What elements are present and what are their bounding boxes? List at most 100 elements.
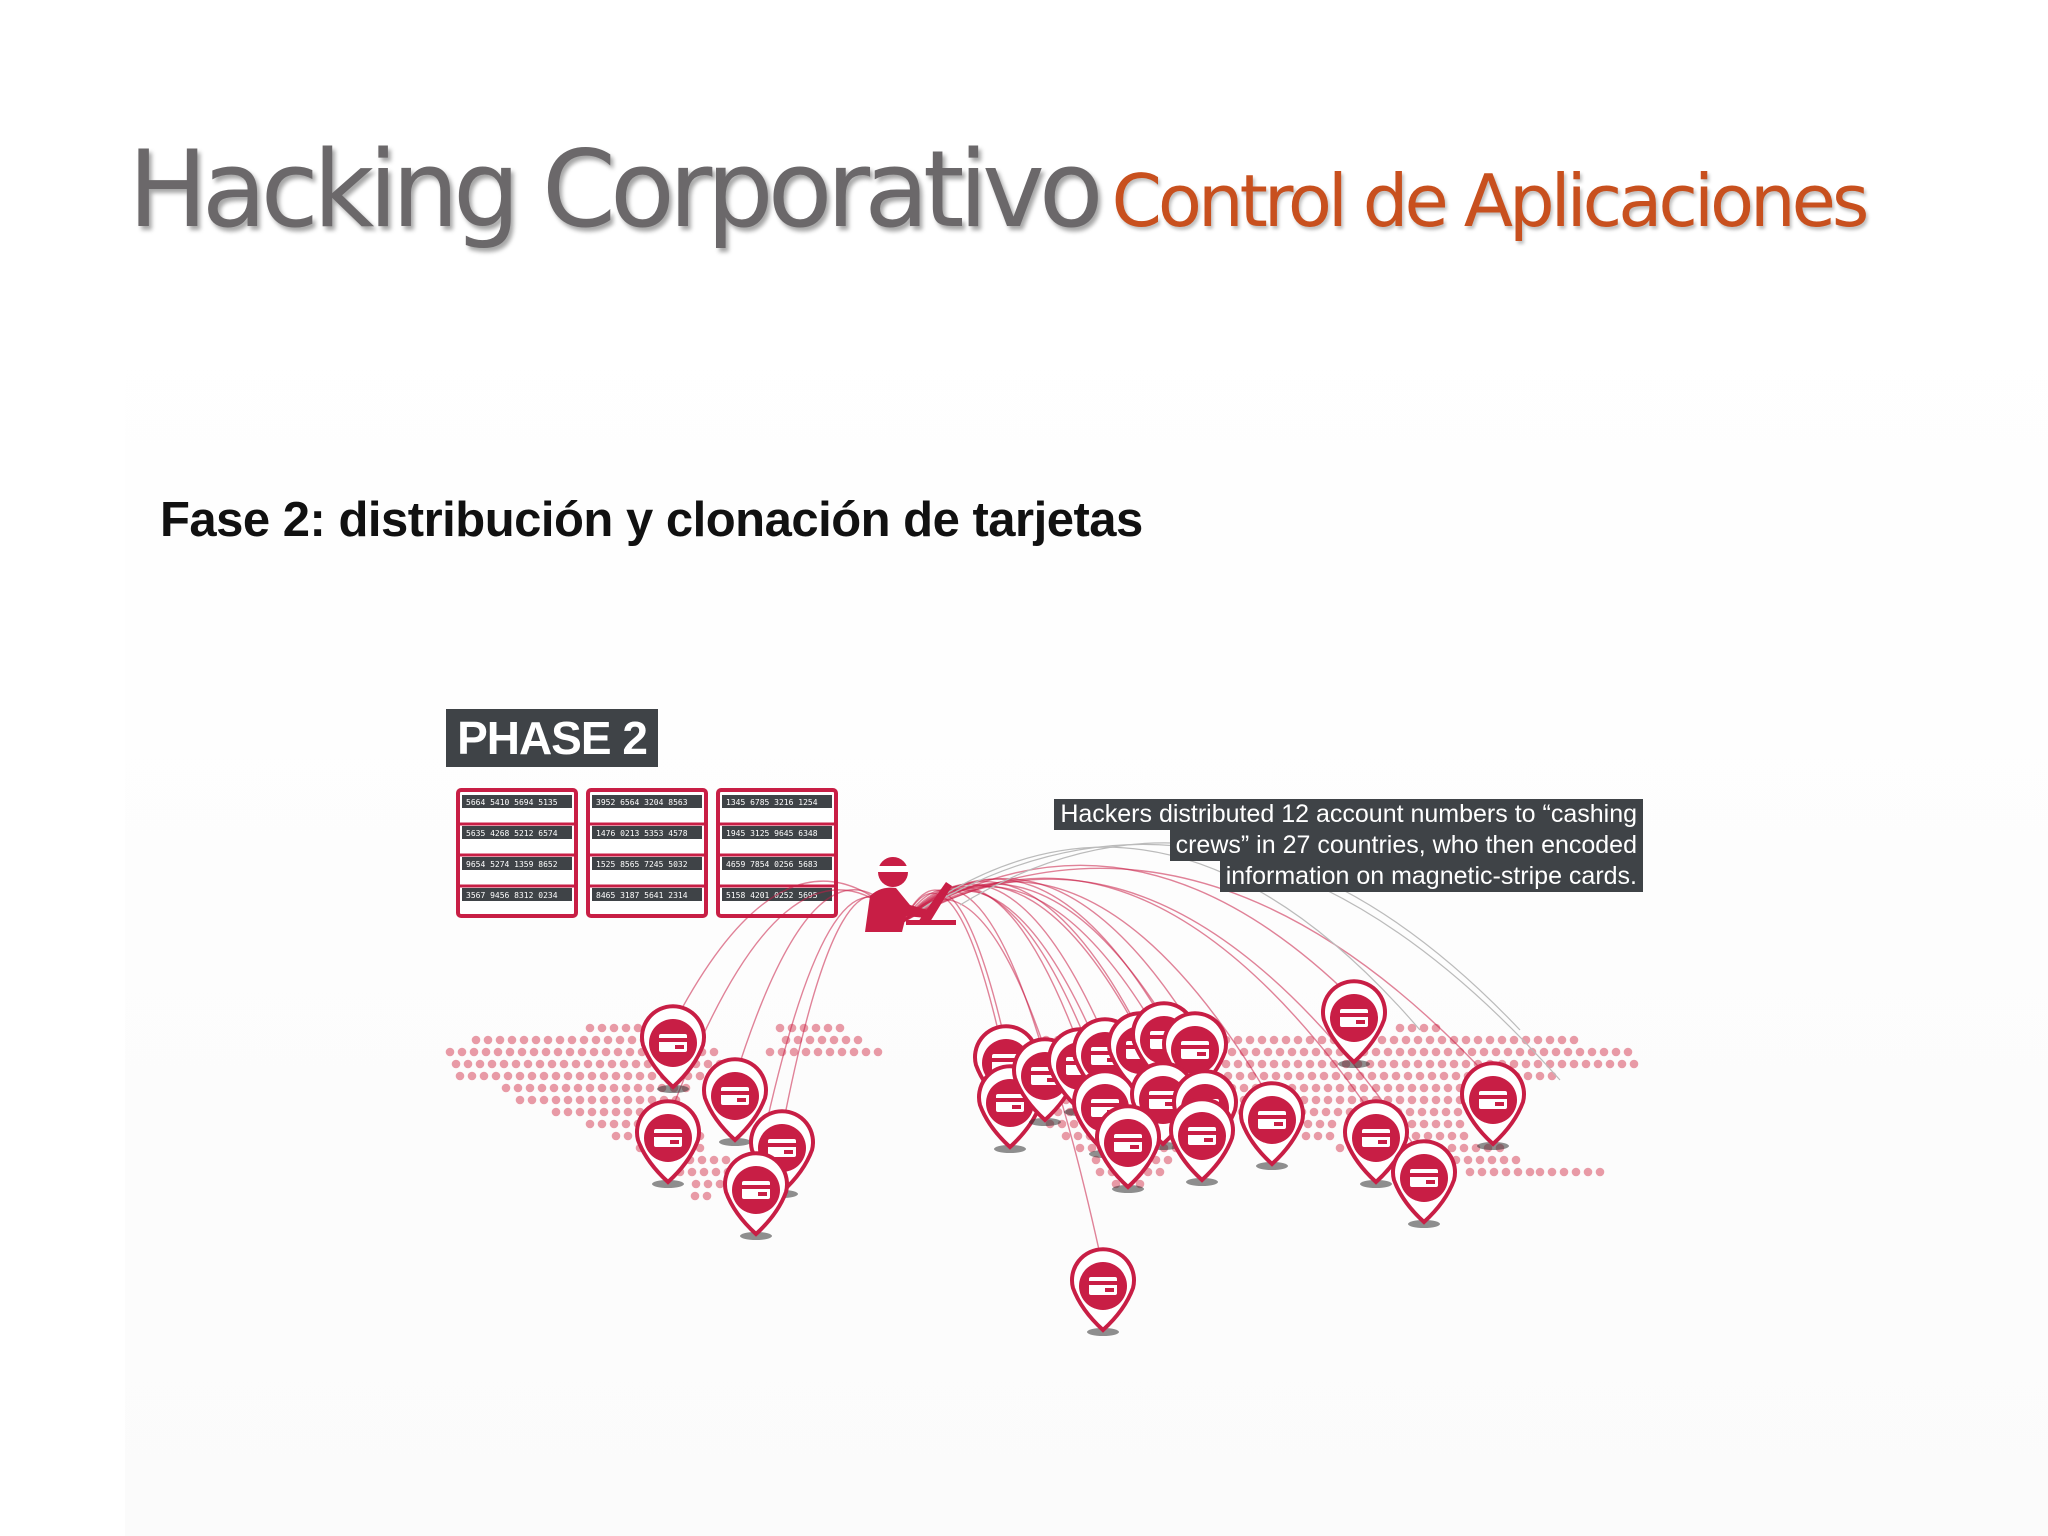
map-dot (549, 1083, 559, 1093)
map-dot (1419, 1095, 1429, 1105)
map-dot (555, 1035, 565, 1045)
map-dot (571, 1059, 581, 1069)
map-dot (623, 1131, 633, 1141)
map-dot (607, 1059, 617, 1069)
map-dot (1485, 1035, 1495, 1045)
card-stripe (1091, 1051, 1119, 1055)
map-dot (1429, 1107, 1439, 1117)
map-dot (551, 1107, 561, 1117)
map-dot (1379, 1071, 1389, 1081)
map-dot (1525, 1167, 1535, 1177)
map-pin-icon (1460, 1061, 1526, 1150)
map-dot (1281, 1059, 1291, 1069)
map-dot (1075, 1143, 1085, 1153)
map-dot (575, 1071, 585, 1081)
map-dot (1463, 1155, 1473, 1165)
map-dot (503, 1071, 513, 1081)
map-dot (1411, 1131, 1421, 1141)
map-dot (1459, 1143, 1469, 1153)
map-dot (837, 1047, 847, 1057)
map-dot (1431, 1083, 1441, 1093)
map-dot (1461, 1059, 1471, 1069)
map-dot (1299, 1083, 1309, 1093)
map-dot (1523, 1071, 1533, 1081)
map-dot (1321, 1107, 1331, 1117)
credit-card-icon (768, 1139, 796, 1157)
card-number-strip (462, 888, 572, 901)
map-pin-icon (1169, 1097, 1235, 1186)
map-dot (645, 1083, 655, 1093)
map-dot (1521, 1035, 1531, 1045)
map-dot (635, 1095, 645, 1105)
map-dot (1569, 1059, 1579, 1069)
map-dot (709, 1155, 719, 1165)
map-dot (801, 1047, 811, 1057)
map-dot (563, 1107, 573, 1117)
map-dot (841, 1035, 851, 1045)
map-dot (1617, 1059, 1627, 1069)
card-number-text: 1345 6785 3216 1254 (726, 798, 818, 807)
map-dot (849, 1047, 859, 1057)
map-dot (539, 1095, 549, 1105)
map-dot (1383, 1047, 1393, 1057)
map-dot (1073, 1131, 1083, 1141)
credit-card-icon (1188, 1127, 1216, 1145)
map-dot (1431, 1047, 1441, 1057)
map-dot (1547, 1167, 1557, 1177)
map-dot (615, 1035, 625, 1045)
card-number-strip (722, 826, 832, 839)
card-stripe (1149, 1095, 1177, 1099)
map-dot (1227, 1047, 1237, 1057)
map-dot (1389, 1059, 1399, 1069)
map-dot (1499, 1155, 1509, 1165)
map-dot (577, 1047, 587, 1057)
map-dot (1301, 1131, 1311, 1141)
callout-line: information on magnetic-stripe cards. (1219, 861, 1643, 892)
map-dot (1323, 1095, 1333, 1105)
map-dot (625, 1047, 635, 1057)
map-dot (1547, 1071, 1557, 1081)
map-dot (1395, 1095, 1405, 1105)
map-dot (1303, 1119, 1313, 1129)
map-dot (1233, 1035, 1243, 1045)
card-number-strip (592, 857, 702, 870)
map-dot (1377, 1059, 1387, 1069)
credit-card-icon (1479, 1091, 1507, 1109)
map-dot (1087, 1143, 1097, 1153)
map-dot (1155, 1167, 1165, 1177)
map-dot (1367, 1071, 1377, 1081)
card-number-text: 3567 9456 8312 0234 (466, 891, 558, 900)
card-number-strip (592, 795, 702, 808)
map-dot (621, 1119, 631, 1129)
credit-card-icon (654, 1129, 682, 1147)
map-dot (457, 1047, 467, 1057)
card-chip (1204, 1138, 1213, 1142)
map-dot (1269, 1059, 1279, 1069)
map-dot (513, 1083, 523, 1093)
credit-card-icon (721, 1087, 749, 1105)
distribution-arc (902, 867, 1494, 1083)
map-dot (1477, 1167, 1487, 1177)
map-dot (1539, 1047, 1549, 1057)
card-chip (737, 1098, 746, 1102)
card-number-text: 4659 7854 0256 5683 (726, 860, 818, 869)
card-number-strip (592, 826, 702, 839)
card-number-strip (722, 795, 832, 808)
map-dot (703, 1179, 713, 1189)
title-main: Hacking Corporativo (128, 128, 1104, 251)
map-dot (1551, 1047, 1561, 1057)
map-dot (1509, 1059, 1519, 1069)
map-dot (633, 1083, 643, 1093)
card-chip (1495, 1102, 1504, 1106)
map-dot (603, 1035, 613, 1045)
map-dot (699, 1167, 709, 1177)
map-dot (1407, 1047, 1417, 1057)
card-chip (670, 1140, 679, 1144)
map-dot (467, 1071, 477, 1081)
map-pin-icon (635, 1099, 701, 1188)
map-dot (1419, 1047, 1429, 1057)
map-dot (587, 1095, 597, 1105)
map-dot (623, 1071, 633, 1081)
card-number-text: 1525 8565 7245 5032 (596, 860, 688, 869)
